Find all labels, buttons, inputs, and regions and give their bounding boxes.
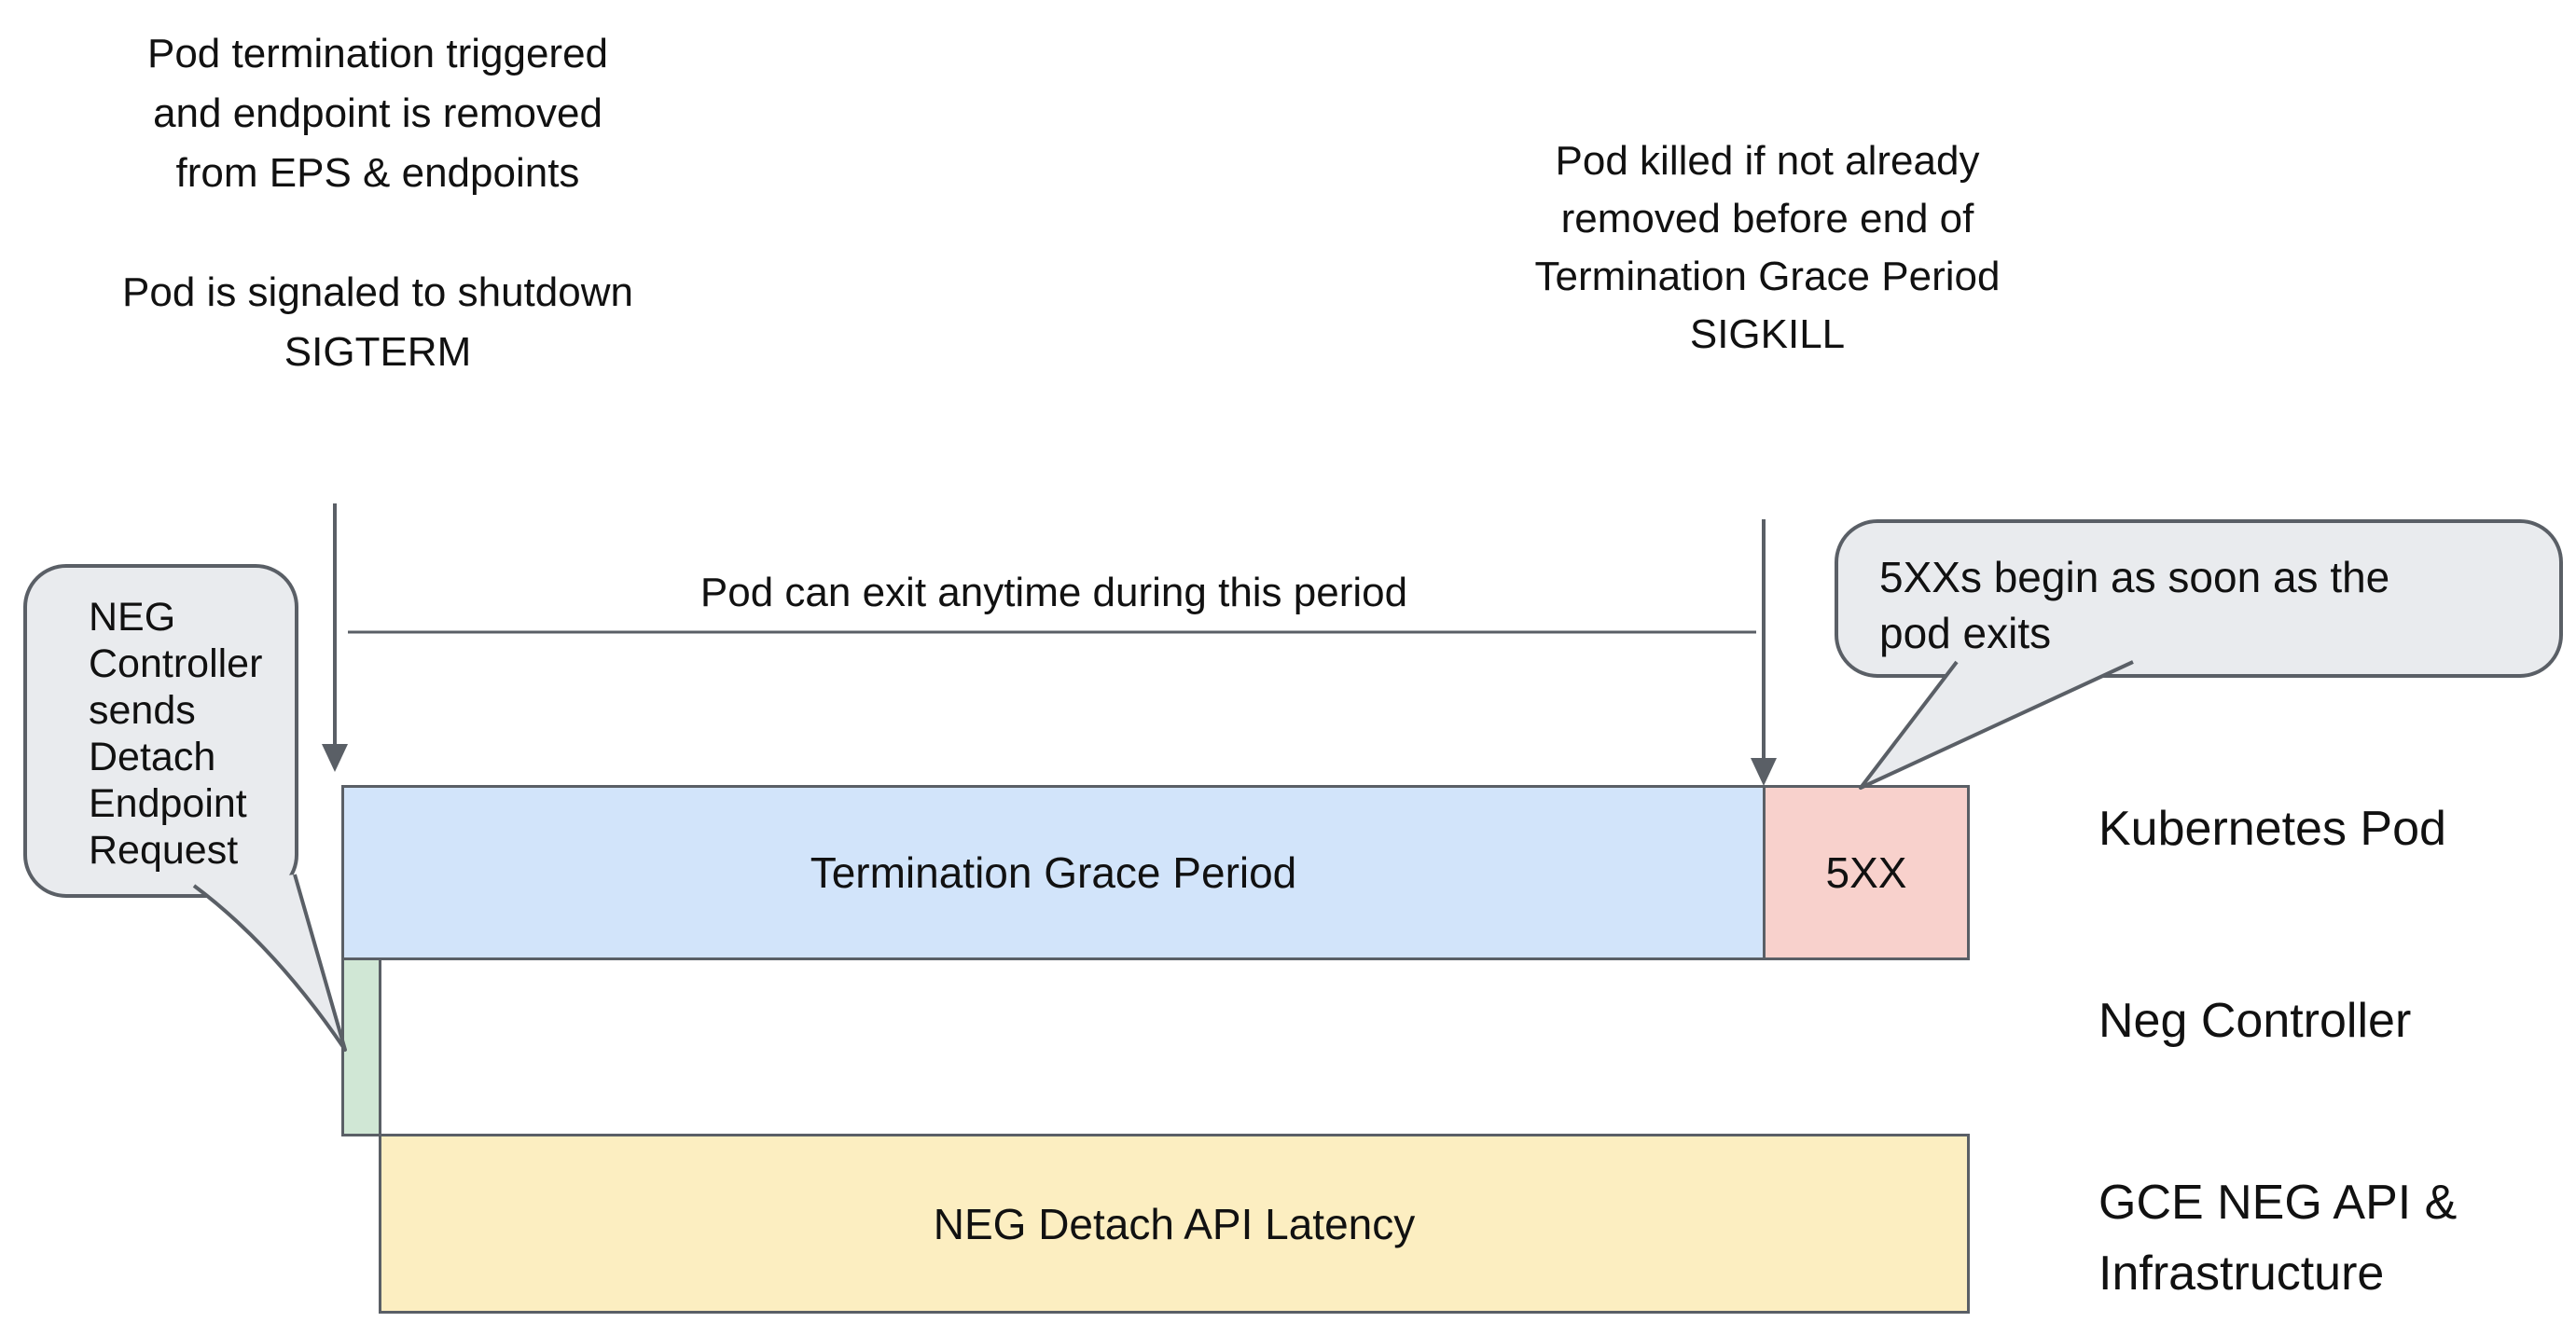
lane-label-line: Infrastructure: [2098, 1246, 2385, 1301]
bubble-right-tail: [1859, 660, 2134, 790]
bubble-line: Detach: [89, 735, 216, 779]
sigterm-arrowhead-icon: [322, 744, 348, 772]
5xx-bar: 5XX: [1763, 785, 1970, 960]
neg-detach-api-latency-bar: NEG Detach API Latency: [379, 1134, 1970, 1314]
note-pod-killed: Pod killed if not already removed before…: [1441, 132, 2094, 364]
note-spacer: [19, 203, 737, 263]
bubble-left-tail: [192, 874, 347, 1052]
note-line: Pod is signaled to shutdown: [122, 269, 633, 315]
bubble-line: pod exits: [1879, 609, 2052, 657]
note-pod-termination: Pod termination triggered and endpoint i…: [19, 24, 737, 382]
lane-label-neg-controller: Neg Controller: [2098, 994, 2412, 1048]
bubble-line: 5XXs begin as soon as the: [1879, 553, 2390, 601]
bubble-line: Endpoint: [89, 781, 247, 826]
period-label: Pod can exit anytime during this period: [699, 570, 1408, 615]
note-line: from EPS & endpoints: [175, 150, 580, 196]
note-line: and endpoint is removed: [153, 90, 602, 136]
bubble-line: sends: [89, 688, 196, 733]
bubble-line: NEG: [89, 595, 176, 640]
neg-detach-api-latency-label: NEG Detach API Latency: [933, 1199, 1416, 1248]
termination-grace-period-bar: Termination Grace Period: [341, 785, 1766, 960]
5xx-label: 5XX: [1825, 848, 1907, 897]
neg-detach-request-marker: [341, 957, 381, 1136]
note-line: Termination Grace Period: [1534, 254, 2001, 299]
lane-label-gce-neg-api: GCE NEG API & Infrastructure: [2098, 1167, 2457, 1309]
lane-label-kubernetes-pod: Kubernetes Pod: [2098, 802, 2446, 856]
note-line: Pod killed if not already: [1555, 138, 1980, 184]
bubble-line: Request: [89, 828, 239, 873]
sigkill-arrowhead-icon: [1751, 758, 1777, 786]
note-line: SIGKILL: [1689, 311, 1846, 357]
note-line: Pod termination triggered: [146, 31, 609, 76]
bubble-5xx-begin: 5XXs begin as soon as the pod exits: [1835, 519, 2563, 678]
lane-label-line: GCE NEG API &: [2098, 1176, 2458, 1230]
note-line: removed before end of: [1560, 196, 1974, 241]
termination-grace-period-label: Termination Grace Period: [810, 848, 1297, 897]
bubble-line: Controller: [89, 641, 263, 686]
bubble-neg-controller: NEG Controller sends Detach Endpoint Req…: [23, 564, 298, 898]
note-line: SIGTERM: [284, 329, 472, 375]
